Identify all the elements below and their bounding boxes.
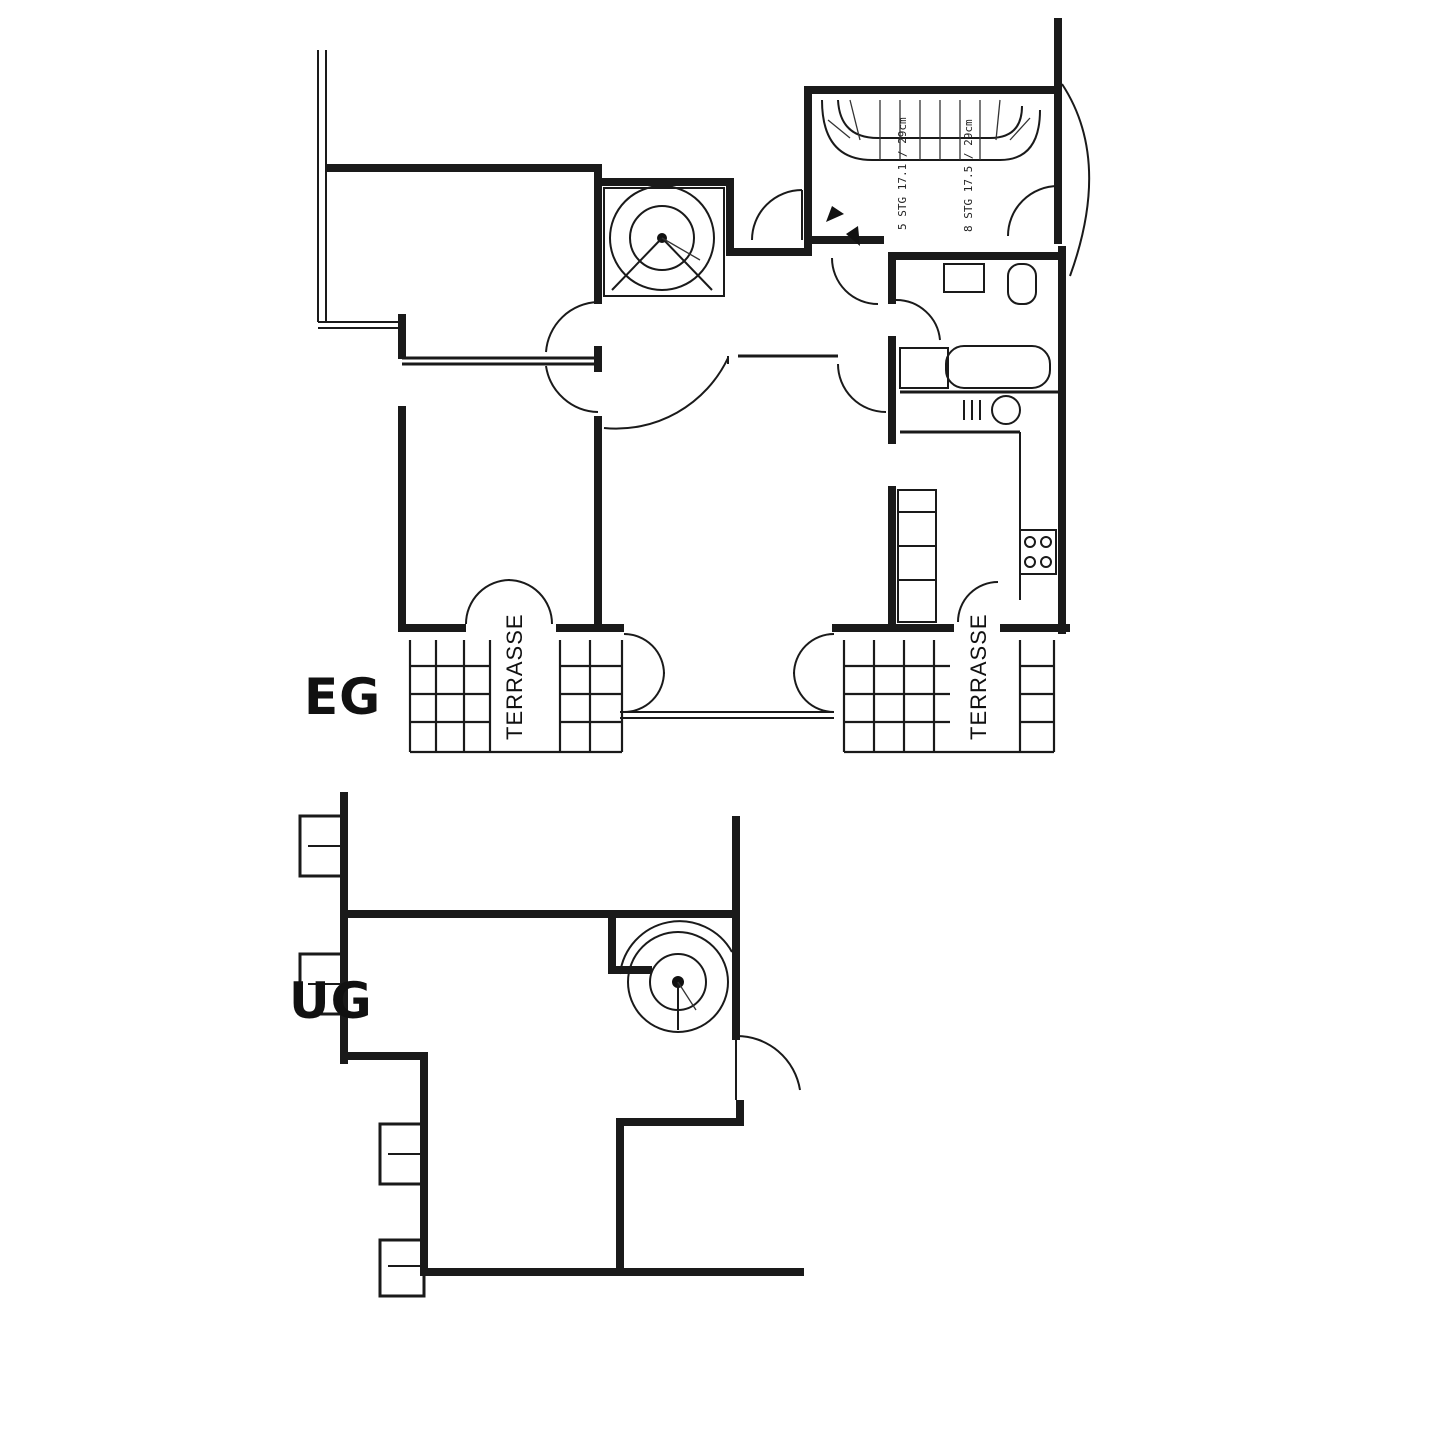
eg-plan: 5 STG 17.1 / 29cm 8 STG 17.5 / 29cm	[317, 18, 1091, 754]
eg-spiral-stair	[603, 185, 725, 297]
terrace-left-label: TERRASSE	[502, 613, 527, 740]
level-label-ug: UG	[289, 972, 373, 1030]
eg-kitchen	[897, 489, 1057, 623]
level-label-eg: EG	[304, 668, 382, 726]
eg-outer-walls	[326, 18, 1070, 634]
eg-terrace-right: TERRASSE	[842, 613, 1056, 754]
eg-doors	[465, 83, 1091, 719]
eg-terrace-left: TERRASSE	[408, 613, 624, 754]
ug-window-wells	[298, 814, 426, 1298]
stair-up-label: 5 STG 17.1 / 29cm	[896, 117, 909, 230]
ug-walls	[340, 792, 804, 1276]
eg-bath-fixtures	[899, 263, 1051, 425]
eg-main-stair: 5 STG 17.1 / 29cm 8 STG 17.5 / 29cm	[821, 99, 1041, 246]
eg-west-rail	[317, 50, 398, 329]
ug-door	[735, 1034, 801, 1100]
ug-spiral-stair	[619, 920, 733, 1033]
ug-plan	[298, 792, 804, 1298]
eg-inner-walls	[402, 236, 1062, 632]
stair-down-label: 8 STG 17.5 / 29cm	[962, 119, 975, 232]
terrace-right-label: TERRASSE	[966, 613, 991, 740]
